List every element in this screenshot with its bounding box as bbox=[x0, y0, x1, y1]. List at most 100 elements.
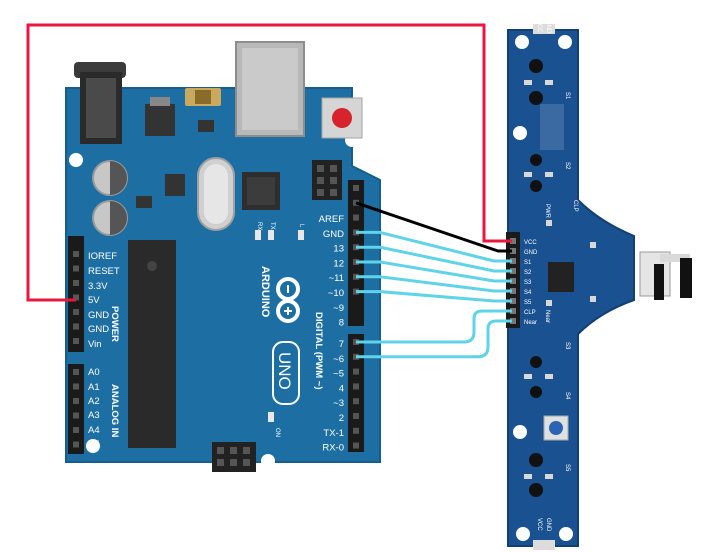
sensor-pin-label-3: S2 bbox=[524, 270, 532, 276]
pin-label-reset: RESET bbox=[88, 266, 120, 277]
digital-bottom-label-1: ~6 bbox=[333, 354, 344, 365]
label-s3: S3 bbox=[564, 342, 570, 350]
header-pin bbox=[73, 398, 79, 404]
arduino-logo bbox=[276, 277, 300, 323]
sensor-pin bbox=[510, 298, 516, 304]
header-pin bbox=[73, 412, 79, 419]
wire-pin9-to-s4 bbox=[356, 275, 512, 293]
header-pin bbox=[73, 338, 79, 344]
pin-label-gnd-2: GND bbox=[88, 324, 109, 335]
digital-bottom-label-6: TX-1 bbox=[323, 428, 344, 439]
pin-label-a4: A4 bbox=[88, 425, 100, 436]
digital-title: DIGITAL (PWM ~) bbox=[313, 312, 324, 390]
digital-bottom-label-2: ~5 bbox=[333, 369, 344, 380]
digital-top-label-7: 8 bbox=[339, 318, 344, 329]
label-s2: S2 bbox=[564, 162, 570, 170]
analog-header bbox=[68, 364, 84, 454]
uno-model-badge: UNO bbox=[272, 341, 300, 405]
sensor-pin bbox=[510, 318, 516, 324]
wire-pin6-to-near bbox=[356, 319, 512, 359]
potentiometer[interactable] bbox=[543, 415, 569, 441]
label-gnd-top: GND bbox=[545, 20, 551, 34]
digital-bottom-label-5: 2 bbox=[339, 413, 344, 424]
pin-label-ioref: IOREF bbox=[88, 251, 117, 262]
header-pin bbox=[353, 383, 359, 390]
atmega-chip bbox=[128, 240, 176, 448]
pin-label-vin: Vin bbox=[88, 339, 102, 350]
sensor-pin-label-6: S5 bbox=[524, 300, 532, 306]
bottom-connector bbox=[533, 540, 555, 550]
header-pin bbox=[73, 280, 79, 286]
header-pin bbox=[353, 427, 359, 434]
l-label: L bbox=[298, 224, 304, 228]
wires bbox=[26, 23, 512, 359]
digital-top-label-2: 13 bbox=[333, 244, 344, 255]
wire-pin11-to-s2 bbox=[356, 245, 512, 273]
digital-top-label-3: 12 bbox=[333, 258, 344, 269]
sensor-pin-label-4: S3 bbox=[524, 280, 532, 286]
sensor-pin bbox=[510, 288, 516, 294]
pin-label-gnd-1: GND bbox=[88, 310, 109, 321]
capacitor bbox=[92, 200, 128, 236]
label-s4: S4 bbox=[564, 392, 570, 400]
label-s1: S1 bbox=[564, 92, 570, 100]
header-pin bbox=[73, 309, 79, 315]
wire-5v-to-vcc bbox=[26, 23, 512, 302]
ir-sensor bbox=[530, 154, 542, 192]
header-pin bbox=[73, 369, 79, 375]
arduino-brand: ARDUINO bbox=[259, 266, 271, 318]
wire-7-to-clp bbox=[356, 309, 512, 344]
reset-button[interactable] bbox=[321, 97, 363, 139]
mount-hole bbox=[513, 126, 527, 140]
top-connector bbox=[533, 24, 555, 34]
analog-title: ANALOG IN bbox=[109, 384, 120, 437]
sensor-pin bbox=[510, 308, 516, 314]
on-label: ON bbox=[274, 428, 280, 437]
pin-label-a3: A3 bbox=[88, 410, 100, 421]
ir-sensor bbox=[529, 59, 564, 150]
pin-label-a5: A5 bbox=[88, 439, 100, 450]
sensor-pin-label-0: VCC bbox=[524, 240, 537, 246]
header-pin bbox=[73, 265, 79, 272]
usb-connector bbox=[235, 41, 305, 137]
header-pin bbox=[353, 442, 359, 449]
digital-top-label-4: ~11 bbox=[329, 273, 344, 284]
digital-bottom-label-7: RX-0 bbox=[322, 443, 344, 454]
rx-label: RX bbox=[256, 222, 262, 230]
pin-label-5v: 5V bbox=[88, 295, 100, 306]
sensor-pin-label-5: S4 bbox=[524, 290, 532, 296]
header-pin bbox=[353, 214, 359, 221]
wire-8-to-s5 bbox=[356, 290, 512, 303]
mount-hole bbox=[86, 439, 100, 453]
digital-top-label-0: AREF bbox=[319, 214, 345, 225]
sensor-pin-label-8: Near bbox=[524, 320, 537, 326]
digital-header-top bbox=[348, 180, 364, 326]
header-pin bbox=[353, 185, 359, 191]
collision-switch[interactable] bbox=[639, 251, 692, 300]
mount-hole bbox=[558, 35, 572, 49]
sensor-pin-header bbox=[506, 232, 520, 328]
digital-top-label-6: ~9 bbox=[333, 303, 344, 314]
header-pin bbox=[73, 323, 79, 330]
label-pwr: PWR bbox=[544, 204, 550, 219]
digital-bottom-label-0: 7 bbox=[339, 339, 344, 350]
digital-top-label-5: ~10 bbox=[328, 288, 344, 299]
digital-header-bottom bbox=[348, 334, 364, 452]
power-header bbox=[68, 236, 84, 352]
label-gnd-bottom: GND bbox=[545, 518, 551, 532]
icsp-header-bottom bbox=[212, 442, 256, 472]
mount-hole bbox=[513, 425, 527, 439]
voltage-regulator bbox=[145, 104, 175, 136]
capacitor bbox=[92, 160, 128, 196]
header-pin bbox=[73, 441, 79, 448]
mount-hole bbox=[261, 454, 275, 468]
sensor-pin bbox=[510, 238, 516, 244]
ir-sensor bbox=[530, 356, 542, 398]
digital-bottom-label-4: ~3 bbox=[333, 398, 344, 409]
mount-hole bbox=[516, 527, 530, 541]
rx-led bbox=[255, 230, 261, 240]
header-pin bbox=[73, 383, 79, 390]
header-pin bbox=[73, 427, 79, 433]
label-s5: S5 bbox=[564, 464, 570, 472]
header-pin bbox=[73, 294, 79, 301]
